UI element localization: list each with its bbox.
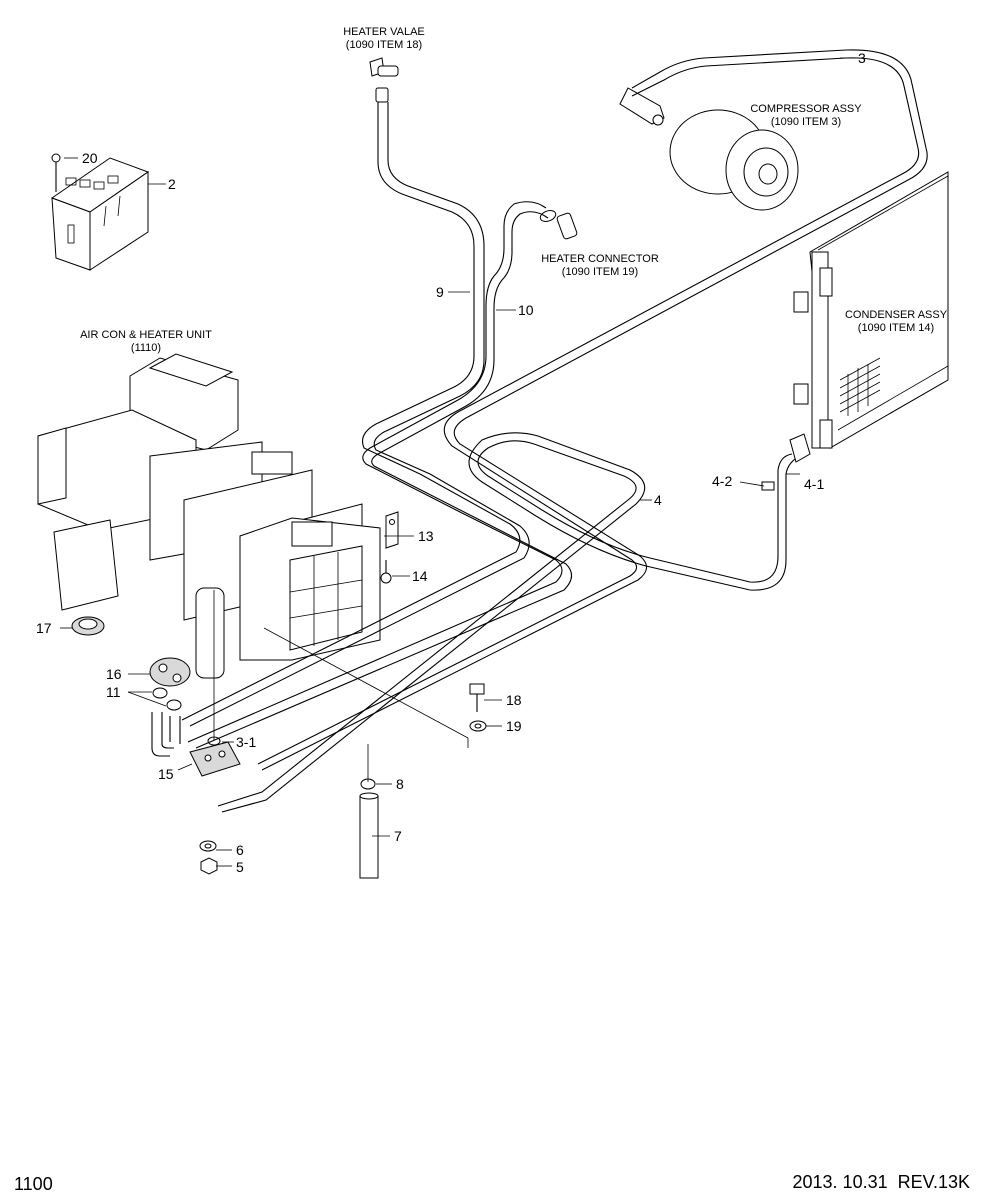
seals-11-part	[152, 687, 182, 711]
bolt-14-part	[380, 560, 392, 584]
part-number-9: 9	[436, 284, 444, 300]
aircon-unit-label: AIR CON & HEATER UNIT	[80, 329, 212, 341]
heater-connector-label: HEATER CONNECTOR	[541, 253, 659, 265]
clamp-15-part	[189, 741, 241, 777]
compressor-ref: (1090 ITEM 3)	[771, 116, 841, 128]
part-number-19: 19	[506, 718, 522, 734]
aircon-heater-unit-part	[37, 353, 381, 679]
heater-hose-10	[187, 201, 573, 749]
part-number-16: 16	[106, 666, 122, 682]
leader-lines	[60, 57, 856, 867]
heater-valve-part	[369, 57, 399, 103]
condenser-ref: (1090 ITEM 14)	[858, 322, 934, 334]
heater-valve-ref: (1090 ITEM 18)	[346, 39, 422, 51]
part-number-5: 5	[236, 859, 244, 875]
washer-19-part	[469, 720, 487, 732]
part-number-14: 14	[412, 568, 428, 584]
part-number-20: 20	[82, 150, 98, 166]
part-number-13: 13	[418, 528, 434, 544]
heater-valve-label: HEATER VALAE	[343, 26, 425, 38]
page-number: 1100	[14, 1174, 53, 1194]
compressor-label: COMPRESSOR ASSY	[750, 103, 862, 115]
part-number-3-1: 3-1	[236, 734, 256, 750]
part-number-18: 18	[506, 692, 522, 708]
heater-hose-9	[181, 102, 530, 727]
part-number-2: 2	[168, 176, 176, 192]
refrigerant-pipe-4	[217, 432, 811, 813]
compressor-part	[619, 87, 799, 211]
screw-part	[51, 153, 61, 192]
tube-stubs-part	[151, 712, 181, 757]
grommet-17-part	[71, 616, 105, 636]
plate-16-part	[149, 657, 191, 687]
hose-7-part	[359, 792, 379, 879]
aircon-unit-ref: (1110)	[131, 342, 161, 354]
washer-6-part	[199, 840, 217, 852]
part-number-4-2: 4-2	[712, 473, 732, 489]
part-number-17: 17	[36, 620, 52, 636]
part-number-4: 4	[654, 492, 662, 508]
bracket-13-part	[385, 511, 399, 549]
heater-connector-part	[539, 210, 578, 240]
part-number-15: 15	[158, 766, 174, 782]
control-panel-part	[50, 157, 150, 271]
heater-connector-ref: (1090 ITEM 19)	[562, 266, 638, 278]
part-number-7: 7	[394, 828, 402, 844]
refrigerant-pipe-3	[257, 49, 928, 771]
part-number-3: 3	[858, 50, 866, 66]
condenser-label: CONDENSER ASSY	[845, 309, 948, 321]
part-number-11: 11	[106, 684, 121, 700]
condenser-part	[793, 171, 949, 449]
part-number-8: 8	[396, 776, 404, 792]
nut-5-part	[200, 857, 218, 875]
part-number-10: 10	[518, 302, 534, 318]
revision-date: 2013. 10.31 REV.13K	[793, 1172, 970, 1192]
part-number-4-1: 4-1	[804, 476, 824, 492]
part-number-6: 6	[236, 842, 244, 858]
bolt-18-part	[469, 683, 485, 712]
